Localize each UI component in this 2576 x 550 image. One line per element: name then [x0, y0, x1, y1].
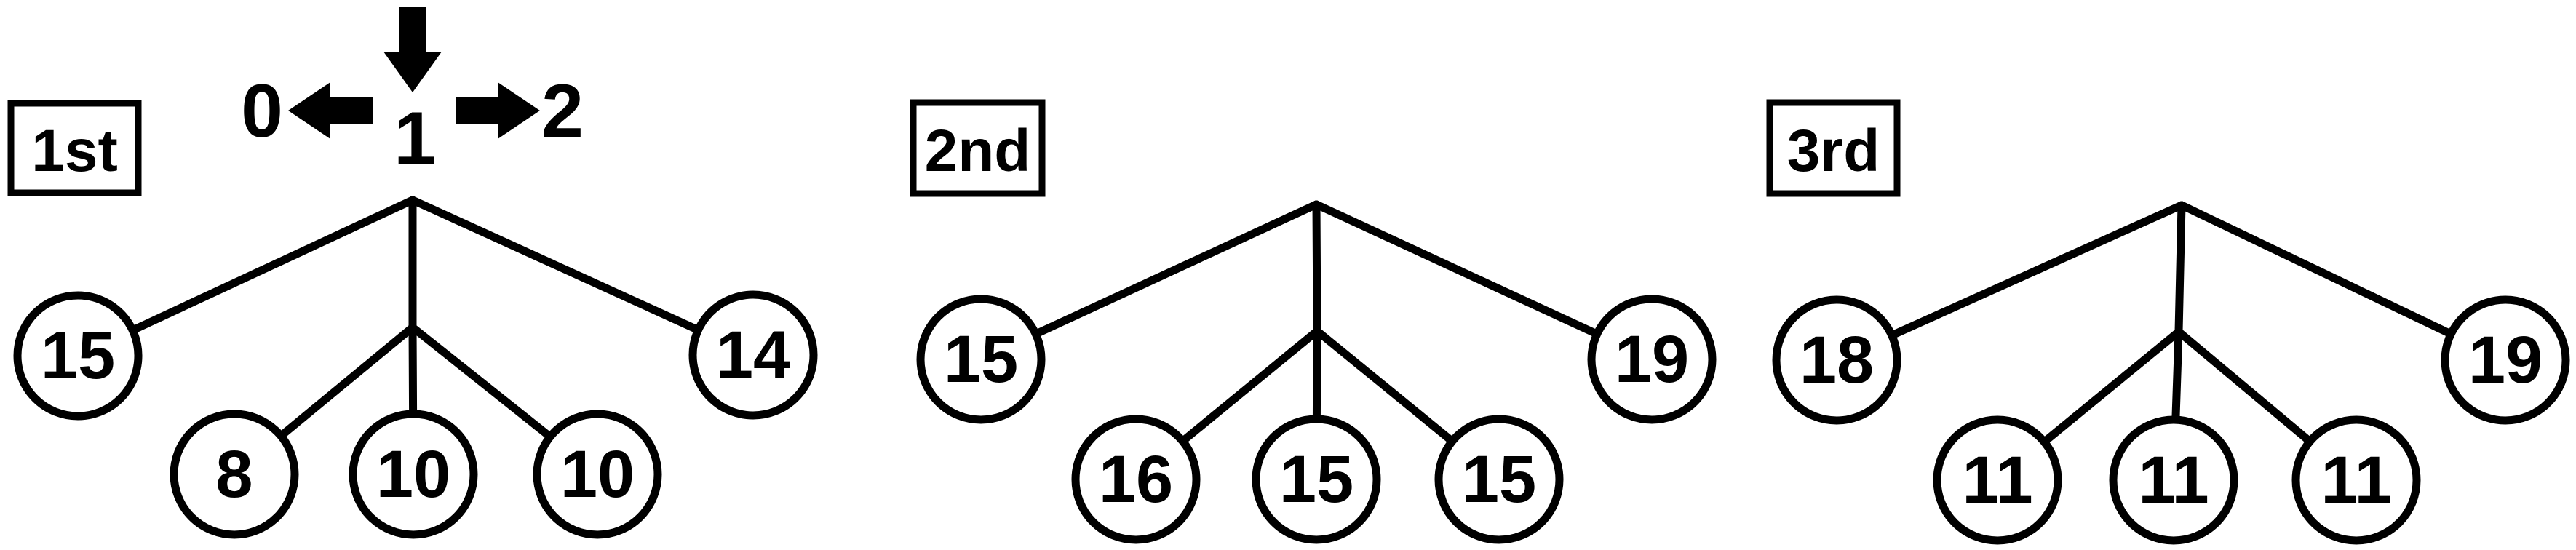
node-value: 15 — [1279, 442, 1353, 517]
tree0-child2-node: 10 — [533, 410, 662, 539]
tree-ordinal-label: 1st — [31, 118, 118, 184]
node-circle — [1587, 295, 1717, 424]
tree0-label-box: 1st — [7, 100, 142, 196]
node-value: 15 — [41, 319, 115, 393]
labels-layer: 1st 2nd 3rd 0 1 2 — [7, 7, 1901, 197]
node-value: 10 — [376, 437, 450, 511]
node-circle — [533, 410, 662, 539]
node-value: 19 — [1615, 322, 1689, 396]
tree2-child2-node: 11 — [2291, 415, 2421, 545]
node-circle — [1252, 415, 1381, 544]
node-value: 19 — [2468, 323, 2543, 397]
tree1-label-box: 2nd — [910, 99, 1046, 197]
node-circle — [349, 410, 478, 539]
node-circle — [688, 290, 818, 420]
node-circle — [1434, 415, 1564, 544]
node-value: 11 — [2138, 443, 2209, 517]
tree1-left-leaf-node: 15 — [916, 295, 1046, 424]
node-circle — [2109, 415, 2238, 545]
left-arrow-icon — [288, 82, 373, 139]
node-value: 16 — [1099, 442, 1173, 517]
down-arrow-icon — [383, 7, 442, 92]
node-circle — [2441, 295, 2570, 425]
insert-position-label-1: 1 — [394, 97, 436, 181]
label-box-rect — [7, 100, 142, 196]
tree2-label-box: 3rd — [1766, 99, 1901, 197]
node-circle — [1933, 415, 2062, 545]
tree2-child1-node: 11 — [2109, 415, 2238, 545]
node-value: 11 — [2321, 443, 2391, 517]
node-value: 15 — [1462, 442, 1536, 517]
tree0-left-leaf-node: 15 — [13, 291, 143, 421]
tree-ordinal-label: 3rd — [1787, 118, 1880, 184]
label-box-rect — [910, 99, 1046, 197]
tree0-child0-node: 8 — [170, 410, 299, 539]
insert-position-label-2: 2 — [541, 69, 584, 154]
node-circle — [1071, 415, 1201, 544]
node-value: 11 — [1962, 443, 2032, 517]
insert-position-label-0: 0 — [241, 69, 283, 154]
node-value: 8 — [215, 437, 253, 511]
tree0-right-leaf-node: 14 — [688, 290, 818, 420]
tree2-left-leaf-node: 18 — [1772, 295, 1901, 425]
node-circle — [170, 410, 299, 539]
node-value: 15 — [944, 322, 1018, 396]
label-box-rect — [1766, 99, 1901, 197]
node-circle — [1772, 295, 1901, 425]
nodes-layer: 15 14 8 10 10 15 19 16 15 15 18 19 11 11 11 — [13, 290, 2570, 545]
tree1-child2-node: 15 — [1434, 415, 1564, 544]
tree2-edge-root-junction — [2174, 201, 2186, 336]
node-circle — [916, 295, 1046, 424]
tree-ordinal-label: 2nd — [925, 118, 1031, 184]
node-value: 10 — [560, 437, 635, 511]
right-arrow-icon — [456, 82, 540, 139]
node-value: 14 — [716, 318, 790, 392]
node-circle — [13, 291, 143, 421]
tree2-child0-node: 11 — [1933, 415, 2062, 545]
tree2-right-leaf-node: 19 — [2441, 295, 2570, 425]
node-value: 18 — [1800, 323, 1874, 397]
tree1-right-leaf-node: 19 — [1587, 295, 1717, 424]
node-circle — [2291, 415, 2421, 545]
tree1-edge-root-junction — [1312, 200, 1321, 335]
tree1-child0-node: 16 — [1071, 415, 1201, 544]
tree0-child1-node: 10 — [349, 410, 478, 539]
tree1-child1-node: 15 — [1252, 415, 1381, 544]
